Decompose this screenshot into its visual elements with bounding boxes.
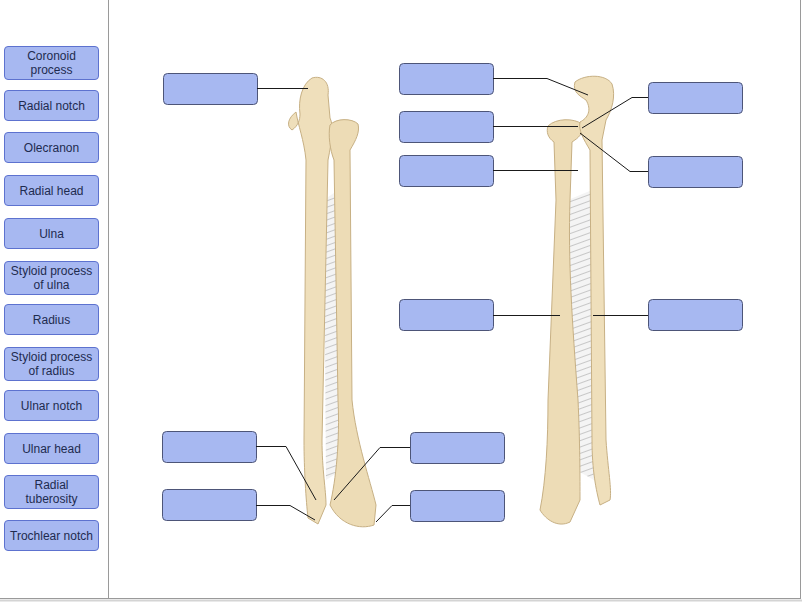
radius-bone: [329, 120, 376, 527]
drop-target: [400, 156, 494, 187]
label-text: Styloid process of ulna: [8, 264, 95, 292]
label-button: Radial tuberosity: [4, 475, 99, 509]
drop-target: [400, 112, 494, 143]
label-text: Radial head: [19, 184, 83, 198]
label-text: Styloid process of radius: [8, 350, 95, 378]
ulna-bone: [289, 77, 333, 524]
leader-line: [493, 170, 578, 171]
label-button: Styloid process of ulna: [4, 261, 99, 295]
label-button: Ulnar notch: [4, 390, 99, 421]
label-text: Coronoid process: [8, 49, 95, 77]
label-text: Radial notch: [18, 99, 85, 113]
leader-line: [257, 88, 308, 89]
drop-targets: [163, 64, 743, 522]
label-button: Styloid process of radius: [4, 347, 99, 381]
leader-line: [256, 506, 315, 521]
label-text: Olecranon: [24, 141, 79, 155]
drop-target: [164, 74, 258, 105]
leader-lines: [256, 79, 648, 523]
drop-target: [163, 490, 257, 521]
label-text: Trochlear notch: [10, 529, 93, 543]
label-button: Ulnar head: [4, 433, 99, 464]
label-button: Radial head: [4, 175, 99, 206]
drop-target: [649, 300, 743, 331]
ulna-bone: [574, 76, 613, 505]
label-button: Olecranon: [4, 132, 99, 163]
label-button: Radial notch: [4, 90, 99, 121]
label-text: Radial tuberosity: [8, 478, 95, 506]
leader-line: [493, 126, 578, 127]
label-button: Coronoid process: [4, 46, 99, 80]
leader-line: [593, 315, 648, 316]
sidebar-divider: [108, 0, 109, 598]
label-text: Ulna: [39, 227, 64, 241]
label-text: Radius: [33, 313, 70, 327]
drop-target: [400, 64, 494, 95]
leader-line: [580, 133, 648, 172]
drop-target: [649, 83, 743, 114]
drop-target: [649, 157, 743, 188]
drop-target: [163, 432, 257, 463]
leader-line: [582, 98, 648, 129]
drop-target: [411, 491, 505, 522]
frame-right: [800, 0, 801, 599]
label-text: Ulnar notch: [21, 399, 82, 413]
leader-line: [256, 447, 316, 501]
radius-bone: [540, 120, 582, 524]
leader-line: [376, 506, 410, 523]
frame-bottom: [0, 598, 800, 599]
drop-target: [400, 300, 494, 331]
leader-line: [493, 315, 560, 316]
leader-line: [334, 448, 410, 501]
drop-target: [411, 433, 505, 464]
frame-shadow: [0, 600, 802, 602]
label-button: Ulna: [4, 218, 99, 249]
label-button: Radius: [4, 304, 99, 335]
label-text: Ulnar head: [22, 442, 81, 456]
leader-line: [493, 79, 588, 96]
label-button: Trochlear notch: [4, 520, 99, 551]
